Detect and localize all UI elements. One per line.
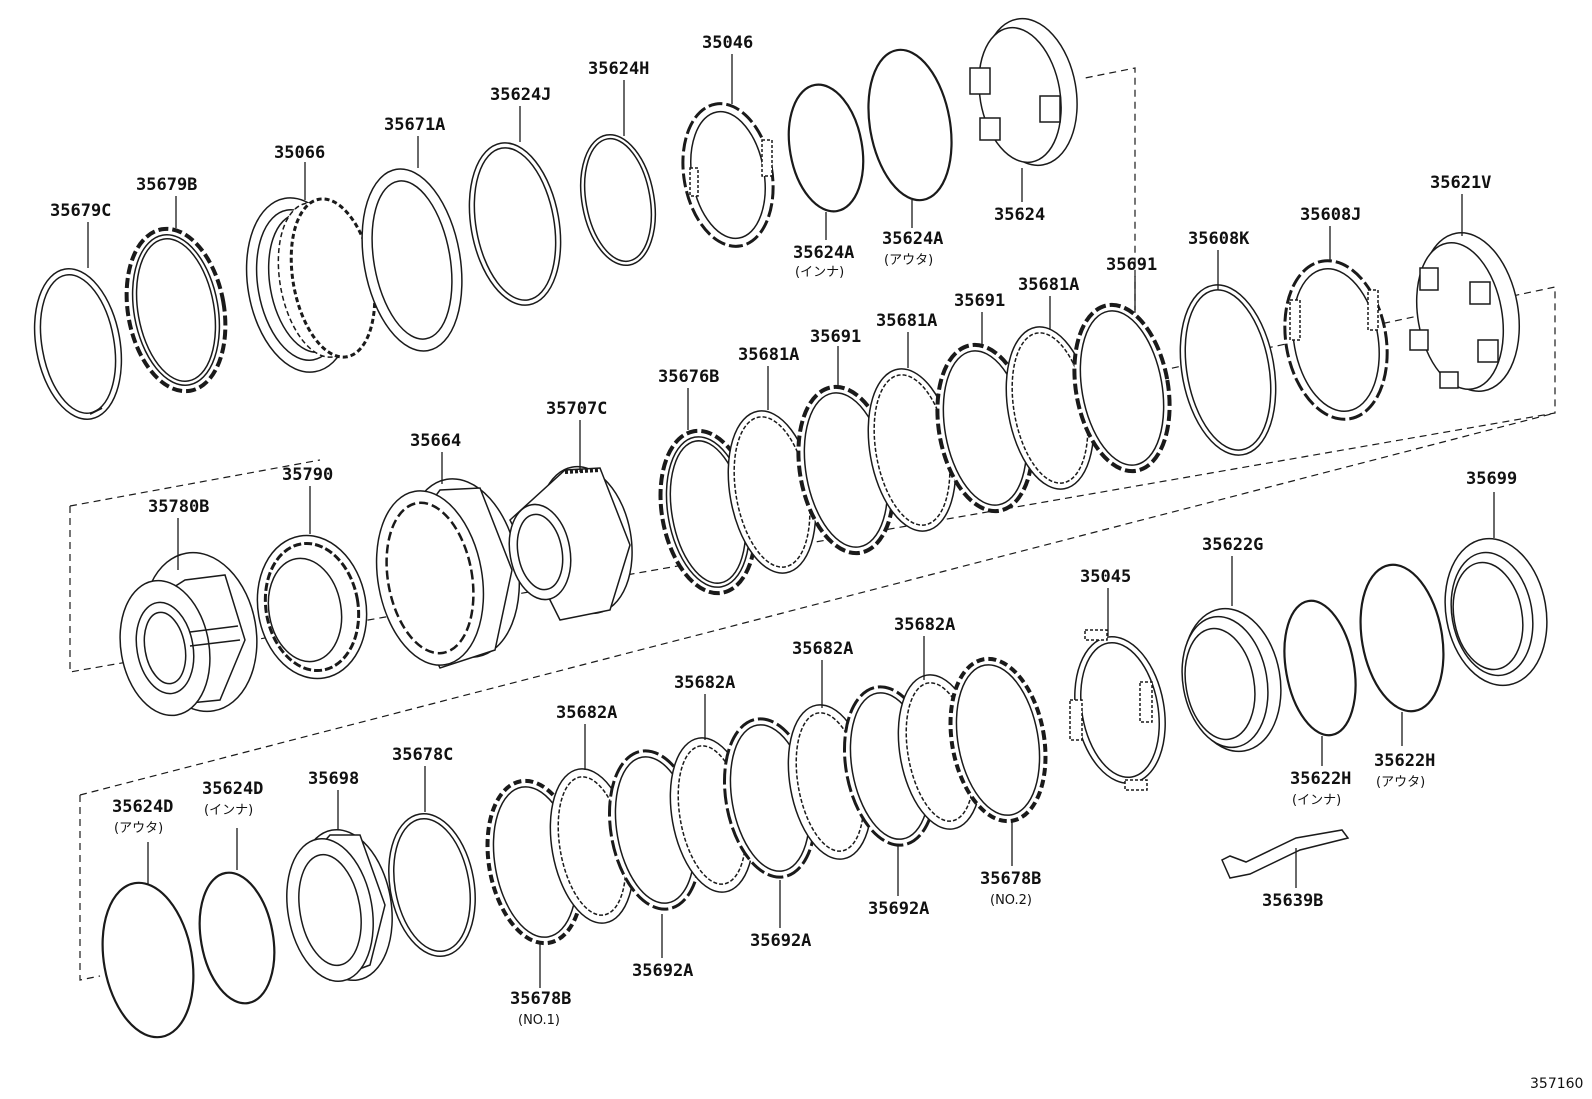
note-35622H-outer: (アウタ)	[1376, 775, 1425, 790]
part-35624A-outer	[867, 48, 953, 202]
label-35681A-3: 35681A	[1018, 275, 1079, 295]
note-35624A-inner: (インナ)	[795, 265, 844, 280]
note-35678B-no2: (NO.2)	[990, 893, 1032, 908]
label-35671A: 35671A	[384, 115, 445, 135]
label-35682A-2: 35682A	[674, 673, 735, 693]
label-35622H-outer: 35622H	[1374, 751, 1435, 771]
part-35624D-outer	[101, 881, 195, 1039]
part-35045	[1069, 629, 1166, 791]
label-35624A-outer: 35624A	[882, 229, 943, 249]
part-35622H-inner	[1283, 599, 1357, 737]
label-35046: 35046	[702, 33, 753, 53]
label-35664: 35664	[410, 431, 461, 451]
part-35679B	[124, 226, 228, 394]
label-35624D-outer: 35624D	[112, 797, 173, 817]
label-35608K: 35608K	[1188, 229, 1250, 249]
bottom-row-parts	[101, 537, 1548, 1039]
dashed-group-boundaries	[69, 67, 1556, 981]
label-35691-3: 35691	[1106, 255, 1157, 275]
label-35679C: 35679C	[50, 201, 111, 221]
middle-row-parts	[119, 232, 1521, 717]
part-35066	[245, 197, 377, 373]
figure-number: 357160	[1530, 1076, 1583, 1092]
part-labels: 35679C 35679B 35066 35671A 35624J 35624H…	[50, 33, 1583, 1092]
note-35624A-outer: (アウタ)	[884, 253, 933, 268]
part-35707C	[508, 465, 633, 621]
label-35624J: 35624J	[490, 85, 551, 105]
label-35676B: 35676B	[658, 367, 719, 387]
label-35624D-inner: 35624D	[202, 779, 263, 799]
label-35624A-inner: 35624A	[793, 243, 854, 263]
label-35790: 35790	[282, 465, 333, 485]
part-35621V	[1409, 232, 1521, 392]
part-35624	[969, 17, 1078, 167]
label-35678C: 35678C	[392, 745, 453, 765]
label-35682A-1: 35682A	[556, 703, 617, 723]
label-35679B: 35679B	[136, 175, 197, 195]
label-35691-2: 35691	[954, 291, 1005, 311]
part-35624D-inner	[198, 871, 276, 1005]
plate-stack-bottom	[549, 656, 1048, 924]
label-35681A-2: 35681A	[876, 311, 937, 331]
label-35780B: 35780B	[148, 497, 209, 517]
label-35624H: 35624H	[588, 59, 649, 79]
part-35790	[256, 534, 368, 680]
part-35624J	[468, 142, 562, 306]
note-35622H-inner: (インナ)	[1292, 793, 1341, 808]
label-35692A-1: 35692A	[632, 961, 693, 981]
part-35622G	[1181, 607, 1282, 753]
label-35692A-2: 35692A	[750, 931, 811, 951]
part-35046	[681, 102, 775, 248]
label-35045: 35045	[1080, 567, 1131, 587]
label-35699: 35699	[1466, 469, 1517, 489]
part-35679C	[33, 268, 123, 420]
label-35692A-3: 35692A	[868, 899, 929, 919]
note-35624D-outer: (アウタ)	[114, 821, 163, 836]
label-35681A-1: 35681A	[738, 345, 799, 365]
note-35624D-inner: (インナ)	[204, 803, 253, 818]
part-35678C	[388, 812, 476, 958]
part-35664	[375, 478, 521, 669]
plate-stack-middle	[727, 302, 1172, 574]
label-35608J: 35608J	[1300, 205, 1361, 225]
label-35622H-inner: 35622H	[1290, 769, 1351, 789]
label-35682A-4: 35682A	[894, 615, 955, 635]
label-35691-1: 35691	[810, 327, 861, 347]
part-35699	[1444, 537, 1548, 687]
label-35678B-no1: 35678B	[510, 989, 571, 1009]
part-35671A	[361, 168, 463, 352]
top-row-parts	[33, 17, 1078, 420]
label-35624: 35624	[994, 205, 1045, 225]
part-35639B	[1221, 829, 1350, 879]
leader-lines	[87, 54, 1495, 988]
note-35678B-no1: (NO.1)	[518, 1013, 560, 1028]
part-35780B	[119, 551, 258, 717]
label-35622G: 35622G	[1202, 535, 1263, 555]
part-35624H	[579, 133, 657, 267]
part-35622H-outer	[1359, 563, 1445, 713]
label-35639B: 35639B	[1262, 891, 1323, 911]
part-35608K	[1179, 284, 1277, 456]
label-35066: 35066	[274, 143, 325, 163]
label-35678B-no2: 35678B	[980, 869, 1041, 889]
part-35608J	[1283, 259, 1389, 421]
label-35621V: 35621V	[1430, 173, 1491, 193]
label-35707C: 35707C	[546, 399, 607, 419]
part-35624A-inner	[787, 83, 865, 213]
part-35698	[286, 828, 393, 983]
label-35698: 35698	[308, 769, 359, 789]
label-35682A-3: 35682A	[792, 639, 853, 659]
